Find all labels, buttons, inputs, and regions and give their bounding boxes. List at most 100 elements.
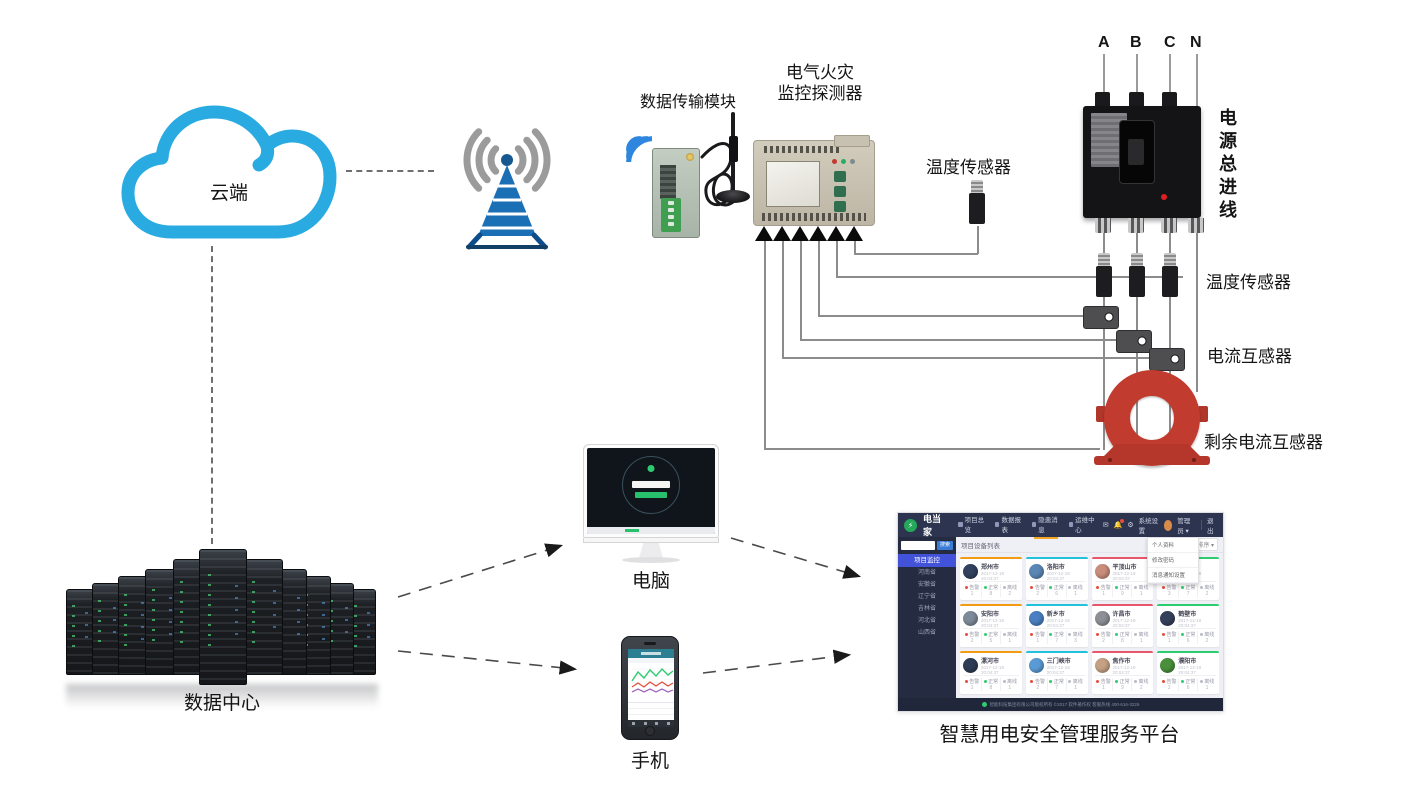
- wire: [854, 241, 856, 254]
- city-photo: [1094, 611, 1110, 626]
- sidebar-item: 辽宁省: [917, 594, 936, 600]
- update-time: 2017-12-19 20:04:37: [1112, 618, 1136, 628]
- city-name: 三门峡市: [1046, 659, 1071, 665]
- platform-screenshot: ⚡ 电当家 项目总览 数据报表 隐患消息: [897, 512, 1224, 712]
- nav-item-icon: [1068, 521, 1074, 527]
- card-status-row: 告警 2 正常 6 离线 1: [1160, 675, 1216, 691]
- card-status-row: 告警 1 正常 9 离线 1: [1094, 581, 1151, 597]
- normal-dot: [1115, 680, 1119, 683]
- offline-stat: 离线 1: [1067, 584, 1085, 597]
- breaker-bottom-terminal: [1128, 218, 1144, 233]
- phone-screen: [628, 649, 674, 727]
- login-ring: [622, 456, 680, 514]
- alarm-stat: 告警 2: [1160, 678, 1180, 691]
- login-input: [632, 481, 670, 488]
- city-name: 安阳市: [981, 612, 1000, 618]
- update-time: 2017-12-19 20:04:37: [1046, 665, 1070, 675]
- update-time: 2017-12-19 20:04:37: [1112, 571, 1136, 581]
- city-photo: [1094, 658, 1110, 673]
- user-avatar: [1163, 519, 1173, 531]
- city-name: 濮阳市: [1178, 659, 1197, 665]
- computer-label: 电脑: [631, 571, 670, 592]
- platform-sidebar: 搜索 项目监控 河南省 安徽省 辽宁省 吉林省 河北省: [898, 537, 956, 698]
- update-time: 2017-12-19 20:04:37: [981, 618, 1005, 628]
- breaker-terminal-tab: [1095, 92, 1110, 107]
- project-card: 洛阳市 2017-12-19 20:04:37 告警 2 正: [1025, 557, 1088, 600]
- server-rack: [145, 569, 179, 675]
- wire: [818, 315, 1084, 317]
- alarm-dot: [964, 680, 968, 683]
- offline-dot: [1134, 680, 1138, 683]
- city-name: 郑州市: [981, 565, 1000, 571]
- residual-ct-label: 剩余电流互感器: [1204, 433, 1323, 452]
- dtu-terminal-block: [661, 198, 681, 232]
- wire: [800, 339, 1117, 341]
- phase-n-label: N: [1190, 34, 1202, 51]
- antenna-connector: [686, 153, 694, 161]
- platform-nav-item: 隐患消息: [1032, 514, 1060, 539]
- platform-nav-item: 项目总览: [958, 514, 986, 536]
- city-photo: [1160, 658, 1176, 673]
- mail-icon: ✉: [1102, 522, 1109, 529]
- app-header: [628, 649, 674, 658]
- city-name: 平顶山市: [1112, 565, 1137, 571]
- wire: [818, 241, 820, 316]
- alarm-dot: [964, 633, 968, 636]
- breaker-bottom-terminal: [1188, 218, 1204, 233]
- user-name: 管理员 ▾: [1177, 518, 1191, 535]
- detector-button: [834, 186, 846, 197]
- alarm-stat: 告警 1: [1095, 678, 1114, 691]
- normal-stat: 正常 6: [1179, 631, 1199, 644]
- normal-dot: [1115, 633, 1119, 636]
- phase-c-lead: [1169, 54, 1171, 106]
- phase-c-wire: [1169, 233, 1171, 450]
- phase-a-wire: [1103, 233, 1105, 450]
- project-card: 焦作市 2017-12-19 20:04:37 告警 1 正: [1091, 651, 1154, 694]
- city-photo: [1028, 658, 1044, 673]
- data-center-image: [66, 533, 378, 685]
- app-data-table: [628, 702, 674, 725]
- alert-badge: [1120, 519, 1125, 523]
- platform-logo: ⚡: [904, 518, 917, 532]
- server-rack: [245, 559, 283, 675]
- offline-dot: [1199, 633, 1203, 636]
- sidebar-items: 河南省 安徽省 辽宁省 吉林省 河北省 山西省: [898, 567, 956, 639]
- detector-terminals: [762, 213, 866, 221]
- app-line-chart: [631, 667, 674, 693]
- offline-stat: 离线 2: [1132, 678, 1150, 691]
- app-nav-bar: [628, 720, 674, 727]
- antenna-base: [716, 190, 750, 203]
- offline-stat: 离线 1: [1132, 631, 1150, 644]
- wifi-signal-icon: [626, 136, 652, 162]
- detector-label: 电气火灾 监控探测器: [777, 63, 863, 103]
- city-name: 鹤壁市: [1178, 612, 1197, 618]
- alarm-dot: [1030, 680, 1034, 683]
- alarm-stat: 告警 1: [1095, 584, 1114, 597]
- temp-sensor-top-label: 温度传感器: [926, 158, 1011, 177]
- breaker-bottom-terminal: [1161, 218, 1177, 233]
- offline-dot: [1002, 680, 1006, 683]
- card-status-row: 告警 1 正常 8 离线 1: [963, 675, 1019, 691]
- wire: [800, 241, 802, 340]
- residual-ct-base: [1102, 444, 1202, 458]
- residual-ct-tab: [1096, 406, 1106, 422]
- update-time: 2017-12-19 20:04:37: [1178, 665, 1202, 675]
- antenna-mid-section: [728, 136, 738, 162]
- update-time: 2017-12-19 20:04:37: [981, 571, 1005, 581]
- circuit-breaker: [1083, 106, 1201, 218]
- offline-dot: [1068, 586, 1072, 589]
- temperature-sensor: [1096, 253, 1112, 297]
- offline-stat: 离线 1: [1198, 678, 1216, 691]
- dtu-module: [652, 148, 700, 238]
- computer-monitor: [583, 444, 719, 538]
- project-card: 安阳市 2017-12-19 20:04:37 告警 2 正: [960, 604, 1022, 647]
- normal-stat: 正常 6: [1179, 678, 1199, 691]
- antenna-cable: [700, 142, 740, 207]
- project-card: 鹤壁市 2017-12-19 20:04:37 告警 1 正: [1157, 604, 1219, 647]
- nav-item-icon: [1032, 521, 1037, 527]
- gear-icon: ⚙: [1127, 522, 1134, 529]
- offline-stat: 离线 2: [1198, 584, 1216, 597]
- detector-button: [834, 201, 846, 212]
- wire: [977, 226, 979, 254]
- breaker-bottom-terminal: [1095, 218, 1111, 233]
